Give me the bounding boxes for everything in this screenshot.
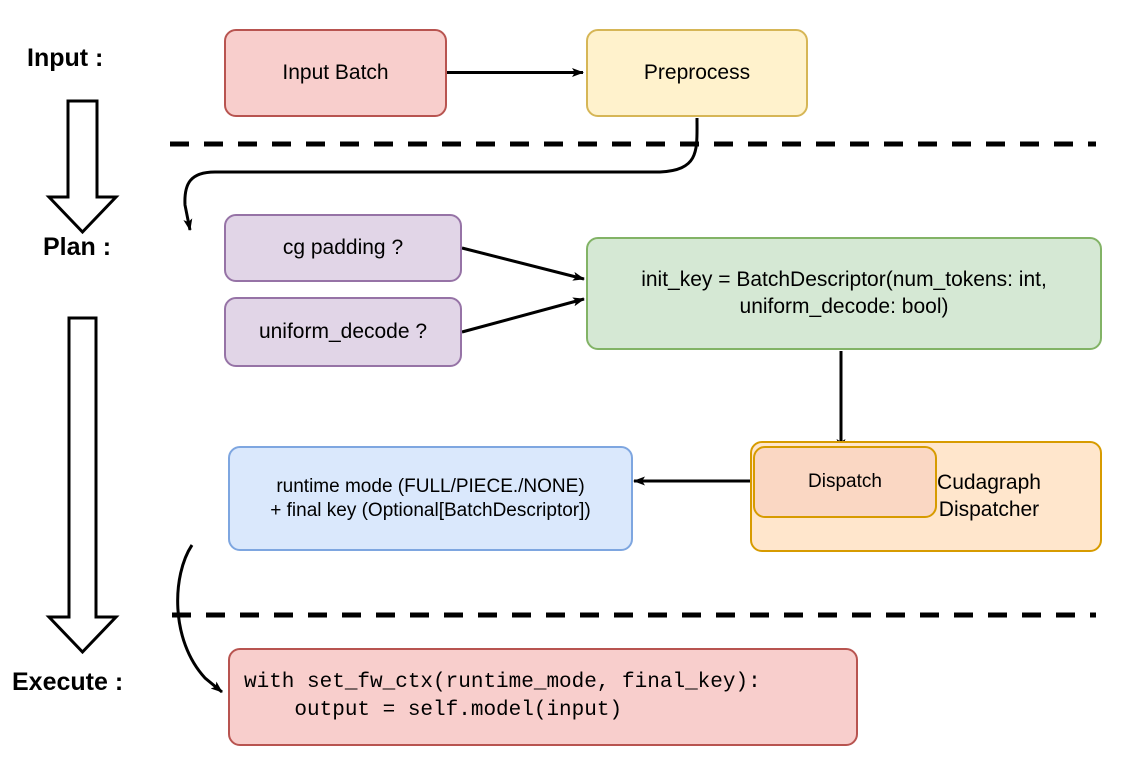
node-init-key-line1: init_key = BatchDescriptor(num_tokens: i… <box>641 268 1047 292</box>
node-input-batch[interactable]: Input Batch <box>224 29 447 117</box>
node-execute-code-line2: output = self.model(input) <box>244 699 623 722</box>
connector-cg-padding-to-init-key <box>461 246 585 281</box>
connector-uniform-decode-to-init-key <box>461 297 585 334</box>
node-execute-code[interactable]: with set_fw_ctx(runtime_mode, final_key)… <box>228 648 858 746</box>
node-init-key-line2: uniform_decode: bool) <box>739 294 949 318</box>
stage-label-plan: Plan : <box>43 233 112 261</box>
node-cg-padding[interactable]: cg padding ? <box>224 214 462 282</box>
node-preprocess[interactable]: Preprocess <box>586 29 808 117</box>
node-runtime-mode-line2: + final key (Optional[BatchDescriptor]) <box>270 499 591 521</box>
node-runtime-mode-line1: runtime mode (FULL/PIECE./NONE) <box>276 475 585 497</box>
stage-label-execute: Execute : <box>12 668 124 696</box>
connector-preprocess-to-cg-padding <box>183 117 699 231</box>
node-cudagraph-dispatcher-line1: Cudagraph <box>937 471 1041 495</box>
node-execute-code-line1: with set_fw_ctx(runtime_mode, final_key)… <box>244 670 761 694</box>
connector-runtime-mode-to-execute-code <box>176 544 223 694</box>
node-init-key[interactable]: init_key = BatchDescriptor(num_tokens: i… <box>586 237 1102 350</box>
node-runtime-mode[interactable]: runtime mode (FULL/PIECE./NONE) + final … <box>228 446 633 551</box>
node-uniform-decode[interactable]: uniform_decode ? <box>224 297 462 367</box>
node-dispatch[interactable]: Dispatch <box>753 446 937 518</box>
block-arrow-input-to-plan <box>45 99 120 235</box>
stage-label-input: Input : <box>27 44 104 72</box>
block-arrow-plan-to-execute <box>45 316 120 655</box>
node-cudagraph-dispatcher-line2: Dispatcher <box>938 497 1040 521</box>
